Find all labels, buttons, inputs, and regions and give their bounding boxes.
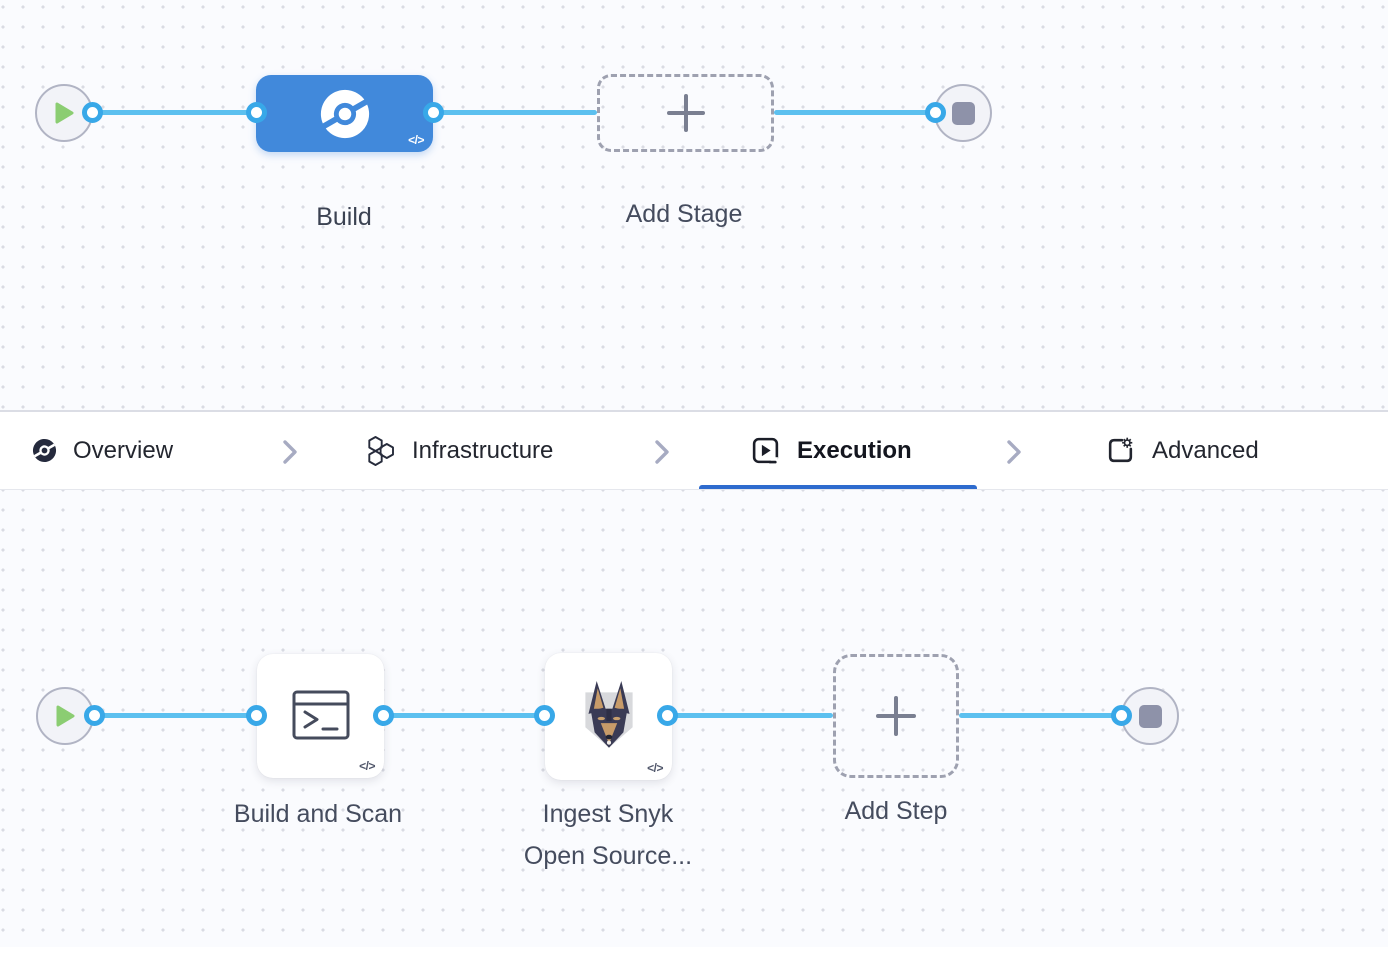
connector-port bbox=[534, 705, 555, 726]
plus-icon bbox=[876, 696, 916, 736]
tab-execution[interactable]: Execution bbox=[750, 412, 912, 489]
yaml-code-badge: </> bbox=[408, 133, 424, 147]
connector-port bbox=[423, 102, 444, 123]
advanced-gear-icon bbox=[1108, 437, 1133, 463]
connector-port bbox=[246, 102, 267, 123]
yaml-code-badge: </> bbox=[359, 759, 375, 773]
canvas-edge bbox=[0, 947, 1388, 954]
stop-icon bbox=[1138, 704, 1162, 728]
add-step-label: Add Step bbox=[844, 797, 948, 825]
play-icon bbox=[56, 705, 75, 727]
step-node-ingest-snyk[interactable]: </> bbox=[545, 653, 672, 780]
add-stage-label: Add Stage bbox=[625, 200, 743, 228]
harness-ci-icon bbox=[320, 89, 369, 138]
tab-label: Advanced bbox=[1152, 436, 1259, 464]
snyk-dog-icon bbox=[584, 680, 633, 748]
wire bbox=[93, 110, 257, 115]
yaml-code-badge: </> bbox=[647, 761, 663, 775]
step-canvas[interactable]: </> </> bbox=[0, 490, 1388, 947]
infrastructure-hexagons-icon bbox=[368, 435, 394, 466]
run-step-terminal-icon bbox=[292, 690, 349, 740]
tab-infrastructure[interactable]: Infrastructure bbox=[366, 412, 553, 489]
step-label-line2: Open Source... bbox=[523, 842, 693, 870]
chevron-right-icon bbox=[283, 440, 297, 464]
stage-tab-bar: Overview Infrastructure bbox=[0, 410, 1388, 490]
chevron-right-icon bbox=[1007, 440, 1021, 464]
stage-label: Build bbox=[316, 203, 372, 231]
active-tab-underline bbox=[699, 485, 977, 489]
wire bbox=[95, 713, 257, 718]
wire bbox=[959, 713, 1122, 718]
add-stage-button[interactable] bbox=[597, 74, 774, 152]
play-icon bbox=[55, 102, 74, 124]
wire bbox=[774, 110, 936, 115]
wire bbox=[384, 713, 545, 718]
tab-overview[interactable]: Overview bbox=[32, 412, 173, 489]
chevron-right-icon bbox=[655, 440, 669, 464]
connector-port bbox=[1111, 705, 1132, 726]
wire bbox=[668, 713, 833, 718]
stage-node-build[interactable]: </> bbox=[256, 75, 433, 152]
connector-port bbox=[82, 102, 103, 123]
step-label: Ingest Snyk Open Source... bbox=[493, 793, 723, 877]
execution-play-icon bbox=[752, 437, 779, 464]
connector-port bbox=[925, 102, 946, 123]
connector-port bbox=[657, 705, 678, 726]
step-label-line1: Ingest Snyk bbox=[542, 800, 674, 828]
connector-port bbox=[84, 705, 105, 726]
tab-label: Infrastructure bbox=[412, 436, 554, 464]
connector-port bbox=[246, 705, 267, 726]
tab-label: Execution bbox=[797, 436, 912, 464]
plus-icon bbox=[666, 94, 705, 132]
overview-ci-icon bbox=[32, 438, 57, 463]
stage-canvas[interactable]: </> Build Add Stage bbox=[0, 0, 1388, 410]
step-node-build-and-scan[interactable]: </> bbox=[257, 654, 384, 778]
step-label: Build and Scan bbox=[233, 800, 403, 828]
tab-advanced[interactable]: Advanced bbox=[1105, 412, 1259, 489]
add-step-button[interactable] bbox=[833, 654, 959, 778]
connector-port bbox=[373, 705, 394, 726]
wire bbox=[434, 110, 597, 115]
tab-label: Overview bbox=[73, 436, 174, 464]
stop-icon bbox=[951, 101, 975, 125]
